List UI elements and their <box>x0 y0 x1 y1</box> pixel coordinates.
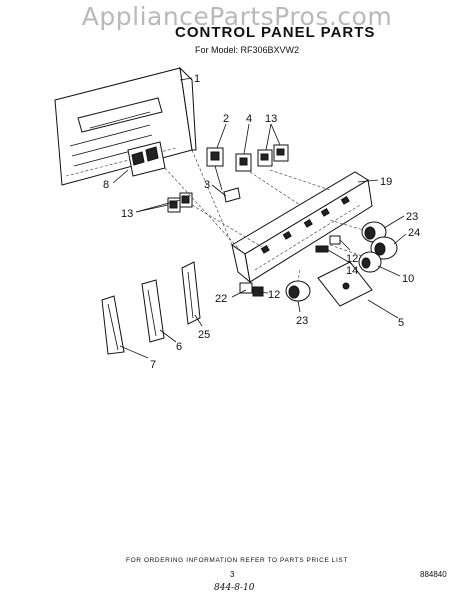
callout-23-lower: 23 <box>296 315 308 327</box>
page-title: CONTROL PANEL PARTS <box>175 24 376 41</box>
part-23-knob-upper <box>361 221 387 243</box>
part-23-knob-lower <box>285 280 311 302</box>
part-5-plate <box>317 261 373 307</box>
part-24-knob <box>370 236 398 260</box>
handwritten-note: 844-8-10 <box>214 583 255 593</box>
callout-23: 23 <box>406 211 418 223</box>
callout-2: 2 <box>223 113 229 125</box>
part-13-switches-upper <box>257 144 289 167</box>
part-4-switch <box>235 153 252 172</box>
part-25-bracket <box>181 261 201 325</box>
callout-24: 24 <box>408 227 420 239</box>
part-19-control-panel <box>231 171 373 284</box>
callout-numbers: 1 2 4 13 8 3 19 13 23 24 12 14 10 22 12 … <box>103 73 420 371</box>
part-8-switch <box>127 141 166 177</box>
callout-4: 4 <box>246 113 252 125</box>
callout-8: 8 <box>103 179 109 191</box>
callout-12: 12 <box>346 253 358 265</box>
callout-1: 1 <box>194 73 200 85</box>
page-number: 3 <box>230 570 235 579</box>
model-number: For Model: RF306BXVW2 <box>195 45 300 55</box>
document-number: 884840 <box>420 570 447 579</box>
callout-7: 7 <box>150 359 156 371</box>
ordering-note: FOR ORDERING INFORMATION REFER TO PARTS … <box>126 557 348 564</box>
part-6-bracket <box>141 279 165 343</box>
callout-13-lower: 13 <box>121 208 133 220</box>
part-10-knob <box>358 251 382 273</box>
part-7-side-panel <box>101 295 125 355</box>
part-2-switch <box>206 147 224 191</box>
leader-lines <box>112 77 407 359</box>
callout-25: 25 <box>198 329 210 341</box>
part-22-12-pieces <box>239 282 264 297</box>
part-13-switches-lower <box>167 192 193 213</box>
callout-14: 14 <box>346 265 358 277</box>
callout-5: 5 <box>398 317 404 329</box>
callout-19: 19 <box>380 176 392 188</box>
part-1-backsplash <box>54 66 197 186</box>
callout-13: 13 <box>265 113 277 125</box>
callout-3: 3 <box>204 179 210 191</box>
callout-6: 6 <box>176 341 182 353</box>
callout-22: 22 <box>215 293 227 305</box>
callout-10: 10 <box>402 273 414 285</box>
part-3-clip <box>223 187 241 203</box>
callout-12-lower: 12 <box>268 289 280 301</box>
watermark: AppliancePartsPros.com <box>81 2 393 31</box>
assembly-guide-lines <box>164 149 381 291</box>
